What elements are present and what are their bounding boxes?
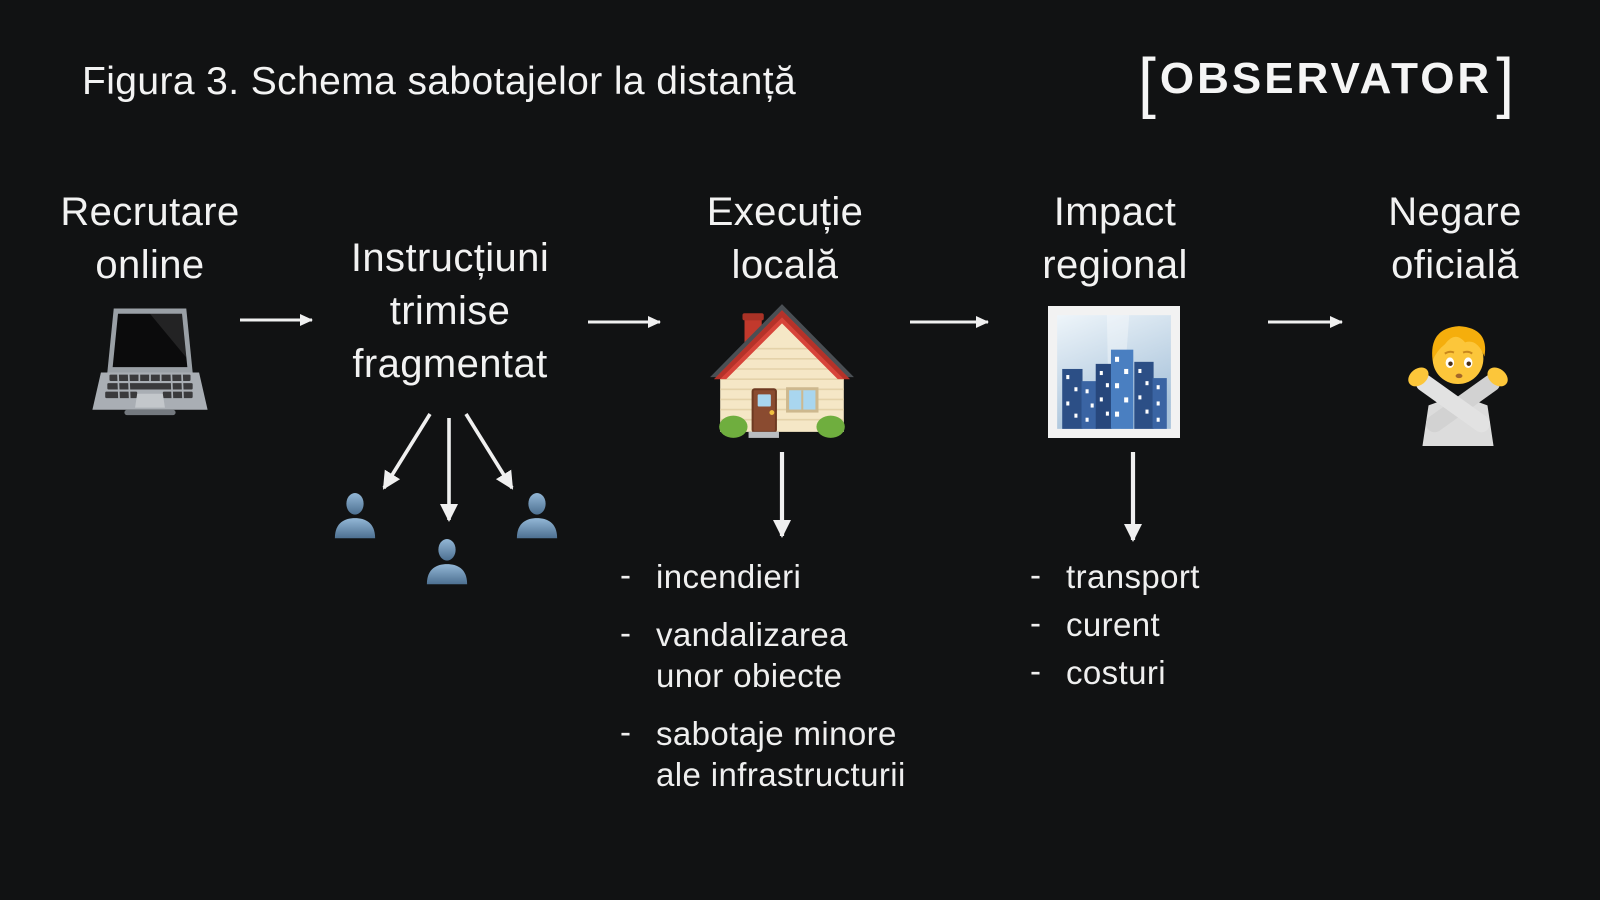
node-recrutare-online: Recrutare online bbox=[10, 186, 290, 292]
list-item: - sabotaje minore ale infrastructurii bbox=[620, 713, 906, 795]
node-label-line: trimise bbox=[389, 289, 511, 333]
execution-effects-list: - incendieri - vandalizarea unor obiecte… bbox=[620, 556, 906, 795]
node-label-line: online bbox=[95, 243, 205, 287]
list-item-text: curent bbox=[1066, 606, 1161, 643]
node-executie-locala: Execuție locală bbox=[645, 186, 925, 292]
list-dash: - bbox=[620, 614, 632, 651]
list-item: - costuri bbox=[1030, 652, 1200, 693]
list-item-text: costuri bbox=[1066, 654, 1166, 691]
list-item-text: ale infrastructurii bbox=[656, 756, 906, 793]
arrow-fan-left bbox=[382, 413, 432, 490]
laptop-icon bbox=[92, 308, 208, 416]
figure-title: Figura 3. Schema sabotajelor la distanță bbox=[82, 60, 797, 103]
person-silhouette-icon bbox=[426, 539, 468, 585]
node-label-line: Impact bbox=[1053, 190, 1177, 234]
list-dash: - bbox=[620, 556, 632, 593]
logo-right-bracket: ] bbox=[1496, 44, 1514, 120]
list-item: - incendieri bbox=[620, 556, 906, 597]
list-item-text: transport bbox=[1066, 558, 1200, 595]
person-silhouette-icon bbox=[516, 493, 558, 539]
list-dash: - bbox=[1030, 652, 1042, 689]
node-label-line: oficială bbox=[1391, 243, 1519, 287]
list-item-text: incendieri bbox=[656, 558, 802, 595]
arrow-fan-right bbox=[464, 413, 514, 490]
list-item-text: vandalizarea bbox=[656, 616, 848, 653]
node-label-line: fragmentat bbox=[352, 342, 548, 386]
node-label-line: Instrucțiuni bbox=[350, 236, 550, 280]
list-item: - curent bbox=[1030, 604, 1200, 645]
node-impact-regional: Impact regional bbox=[975, 186, 1255, 292]
node-label-line: locală bbox=[731, 243, 839, 287]
list-dash: - bbox=[1030, 604, 1042, 641]
node-negare-oficiala: Negare oficială bbox=[1315, 186, 1595, 292]
node-label-line: Recrutare bbox=[60, 190, 240, 234]
node-label-line: Execuție bbox=[706, 190, 864, 234]
list-dash: - bbox=[1030, 556, 1042, 593]
node-instructiuni-fragmentate: Instrucțiuni trimise fragmentat bbox=[290, 232, 610, 391]
node-label-line: regional bbox=[1042, 243, 1188, 287]
list-item-text: sabotaje minore bbox=[656, 715, 897, 752]
list-dash: - bbox=[620, 713, 632, 750]
logo-text: OBSERVATOR bbox=[1159, 54, 1493, 103]
node-label-line: Negare bbox=[1388, 190, 1522, 234]
cityscape-icon bbox=[1048, 306, 1180, 438]
house-icon bbox=[710, 304, 854, 438]
list-item-text: unor obiecte bbox=[656, 657, 843, 694]
observator-logo: [ OBSERVATOR ] bbox=[1138, 44, 1514, 120]
impact-effects-list: - transport - curent - costuri bbox=[1030, 556, 1200, 693]
list-item: - vandalizarea unor obiecte bbox=[620, 614, 906, 696]
person-gesturing-no-icon bbox=[1408, 326, 1508, 446]
logo-left-bracket: [ bbox=[1138, 44, 1156, 120]
person-silhouette-icon bbox=[334, 493, 376, 539]
list-item: - transport bbox=[1030, 556, 1200, 597]
